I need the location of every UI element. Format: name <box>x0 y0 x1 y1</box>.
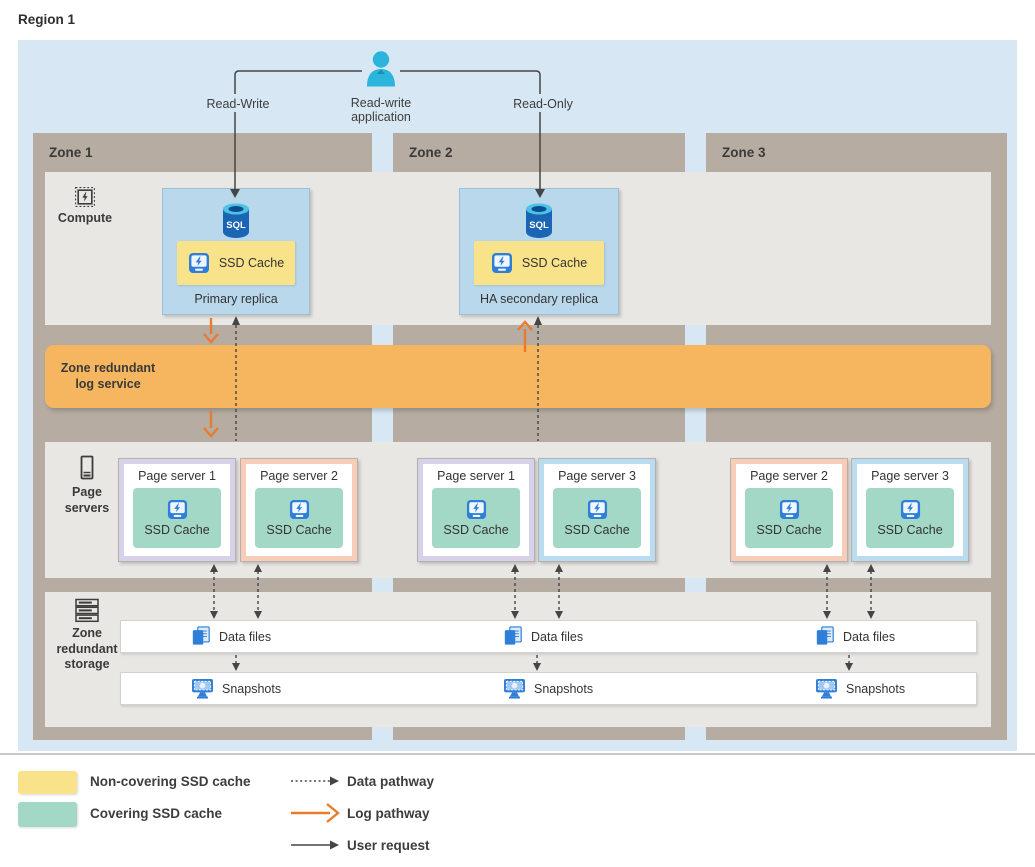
data-files-bar: Data files Data files Data files <box>120 620 977 653</box>
chip-icon <box>74 186 96 208</box>
server-icon <box>77 455 97 482</box>
compute-rail: Compute <box>58 186 112 227</box>
data-files-item-zone3: Data files <box>815 621 895 652</box>
storage-rail-label: Zone redundant storage <box>56 626 118 672</box>
non-covering-ssd-cache: SSD Cache <box>474 241 604 285</box>
log-pathway-legend-arrow <box>290 802 342 824</box>
legend-label-covering: Covering SSD cache <box>90 806 223 821</box>
data-files-icon <box>503 625 523 648</box>
covering-ssd-cache: SSD Cache <box>745 488 833 548</box>
divider-line <box>0 753 1035 755</box>
user-request-legend-arrow <box>290 836 342 854</box>
ssd-disk-icon <box>466 499 487 520</box>
ha-secondary-replica-box: SQL SSD Cache HA secondary replica <box>459 188 619 315</box>
sql-database-icon: SQL <box>163 201 309 241</box>
page-server-title: Page server 2 <box>260 469 338 483</box>
read-only-label: Read-Only <box>506 96 580 112</box>
legend-swatch-covering <box>18 802 77 827</box>
ssd-cache-label: SSD Cache <box>443 523 509 537</box>
page-server-box-z2-ps1: Page server 1 SSD Cache <box>417 458 535 562</box>
zone-3-header: Zone 3 <box>722 145 766 160</box>
svg-text:SQL: SQL <box>226 220 246 231</box>
storage-rail: Zone redundant storage <box>50 598 124 673</box>
ssd-cache-label: SSD Cache <box>521 256 588 270</box>
page-server-box-z3-ps3: Page server 3 SSD Cache <box>851 458 969 562</box>
page-server-box-z2-ps3: Page server 3 SSD Cache <box>538 458 656 562</box>
legend-swatch-non-covering <box>18 771 77 794</box>
page-server-title: Page server 1 <box>437 469 515 483</box>
data-files-label: Data files <box>531 629 584 644</box>
data-pathway-legend-arrow <box>290 772 342 790</box>
page-server-title: Page server 1 <box>138 469 216 483</box>
data-files-label: Data files <box>843 629 896 644</box>
application-label: Read-write application <box>350 96 412 124</box>
zone-2-header: Zone 2 <box>409 145 453 160</box>
data-files-label: Data files <box>219 629 272 644</box>
snapshots-label: Snapshots <box>846 681 906 696</box>
ssd-cache-label: SSD Cache <box>218 256 285 270</box>
legend-label-data-pathway: Data pathway <box>347 774 435 789</box>
page-server-title: Page server 3 <box>871 469 949 483</box>
legend-label-non-covering: Non-covering SSD cache <box>90 774 251 789</box>
page-server-box-z1-ps1: Page server 1 SSD Cache <box>118 458 236 562</box>
data-files-item-zone1: Data files <box>191 621 271 652</box>
legend-label-user-request: User request <box>347 838 430 853</box>
snapshots-item-zone1: Snapshots <box>191 673 281 704</box>
storage-stack-icon <box>74 598 100 623</box>
ssd-cache-label: SSD Cache <box>266 523 332 537</box>
snapshots-icon <box>815 678 838 699</box>
ssd-cache-label: SSD Cache <box>564 523 630 537</box>
log-service-label: Zone redundant log service <box>60 361 156 391</box>
sql-database-icon: SQL <box>460 201 618 241</box>
region-label: Region 1 <box>18 12 76 27</box>
covering-ssd-cache: SSD Cache <box>432 488 520 548</box>
covering-ssd-cache: SSD Cache <box>866 488 954 548</box>
snapshots-item-zone2: Snapshots <box>503 673 593 704</box>
data-files-icon <box>815 625 835 648</box>
ssd-disk-icon <box>188 252 210 274</box>
page-server-title: Page server 3 <box>558 469 636 483</box>
ssd-disk-icon <box>587 499 608 520</box>
ssd-disk-icon <box>289 499 310 520</box>
snapshots-bar: Snapshots Snapshots Snapshots <box>120 672 977 705</box>
page-server-box-z1-ps2: Page server 2 SSD Cache <box>240 458 358 562</box>
page-server-box-z3-ps2: Page server 2 SSD Cache <box>730 458 848 562</box>
ssd-cache-label: SSD Cache <box>144 523 210 537</box>
non-covering-ssd-cache: SSD Cache <box>177 241 295 285</box>
ssd-disk-icon <box>900 499 921 520</box>
svg-text:SQL: SQL <box>529 220 549 231</box>
page-servers-rail: Page servers <box>60 455 114 516</box>
data-files-item-zone2: Data files <box>503 621 583 652</box>
covering-ssd-cache: SSD Cache <box>255 488 343 548</box>
page-server-title: Page server 2 <box>750 469 828 483</box>
ssd-cache-label: SSD Cache <box>756 523 822 537</box>
primary-replica-box: SQL SSD Cache Primary replica <box>162 188 310 315</box>
ssd-disk-icon <box>491 252 513 274</box>
ssd-cache-label: SSD Cache <box>877 523 943 537</box>
zone-1-header: Zone 1 <box>49 145 93 160</box>
storage-strip <box>45 592 991 727</box>
snapshots-icon <box>191 678 214 699</box>
page-servers-rail-label: Page servers <box>64 485 110 515</box>
ha-secondary-replica-title: HA secondary replica <box>479 292 599 306</box>
ssd-disk-icon <box>779 499 800 520</box>
covering-ssd-cache: SSD Cache <box>133 488 221 548</box>
legend-label-log-pathway: Log pathway <box>347 806 430 821</box>
data-files-icon <box>191 625 211 648</box>
ssd-disk-icon <box>167 499 188 520</box>
snapshots-icon <box>503 678 526 699</box>
snapshots-item-zone3: Snapshots <box>815 673 905 704</box>
read-write-label: Read-Write <box>199 96 277 112</box>
compute-rail-label: Compute <box>57 211 113 225</box>
log-service-band <box>45 345 991 408</box>
snapshots-label: Snapshots <box>534 681 594 696</box>
snapshots-label: Snapshots <box>222 681 282 696</box>
user-icon <box>364 50 398 88</box>
covering-ssd-cache: SSD Cache <box>553 488 641 548</box>
primary-replica-title: Primary replica <box>194 292 278 306</box>
